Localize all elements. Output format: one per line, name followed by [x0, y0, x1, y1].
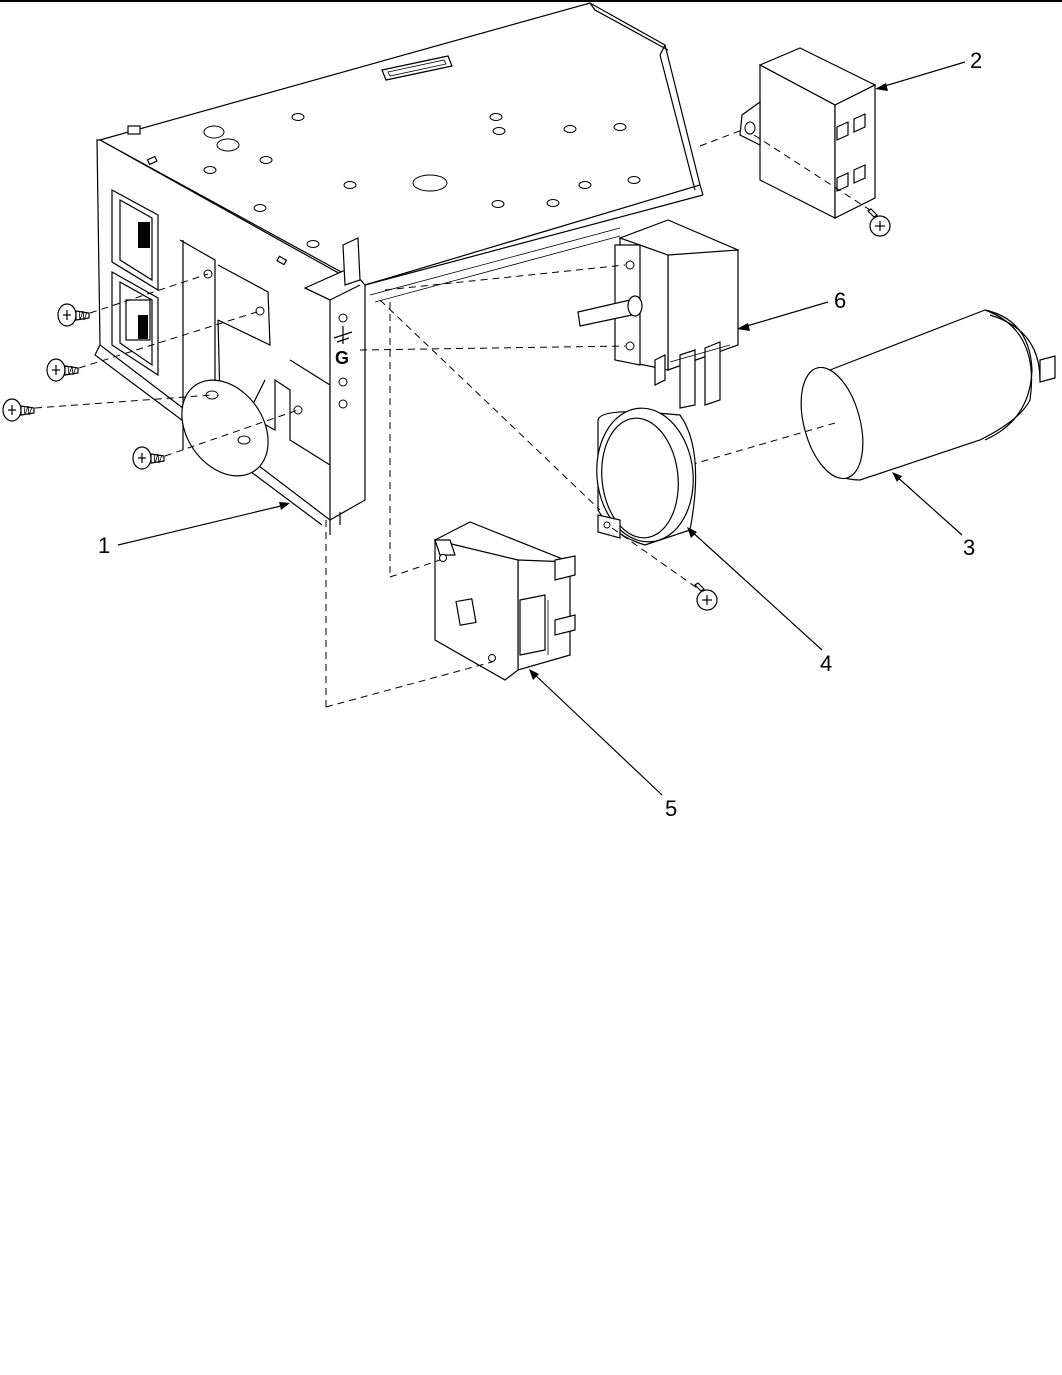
- part-3-capacitor: [800, 309, 1056, 481]
- screw-icon: [57, 303, 90, 327]
- callout-4: 4: [820, 651, 832, 676]
- callout-3: 3: [963, 535, 975, 560]
- part-6-rotary-switch: [577, 219, 740, 409]
- callout-leaders: [117, 61, 966, 796]
- part-2-relay-block: [739, 47, 877, 219]
- screw-icon: [867, 208, 891, 237]
- callout-1: 1: [98, 533, 110, 558]
- part-4-capacitor-strap: [596, 407, 697, 546]
- screw-icon: [694, 582, 718, 611]
- part-1-control-bracket: G: [94, 2, 704, 535]
- switch-openings: [111, 188, 159, 377]
- screw-icon: [46, 358, 79, 382]
- part-5-selector-switch: [433, 521, 576, 681]
- mounting-screws: [2, 303, 165, 470]
- top-plate-holes: [203, 113, 641, 248]
- screw-icon: [132, 446, 165, 470]
- callout-2: 2: [970, 48, 982, 73]
- ground-marking: G: [335, 348, 349, 368]
- callout-5: 5: [665, 796, 677, 821]
- screw-leader-lines: [34, 273, 299, 457]
- callout-6: 6: [834, 288, 846, 313]
- screw-icon: [2, 398, 35, 422]
